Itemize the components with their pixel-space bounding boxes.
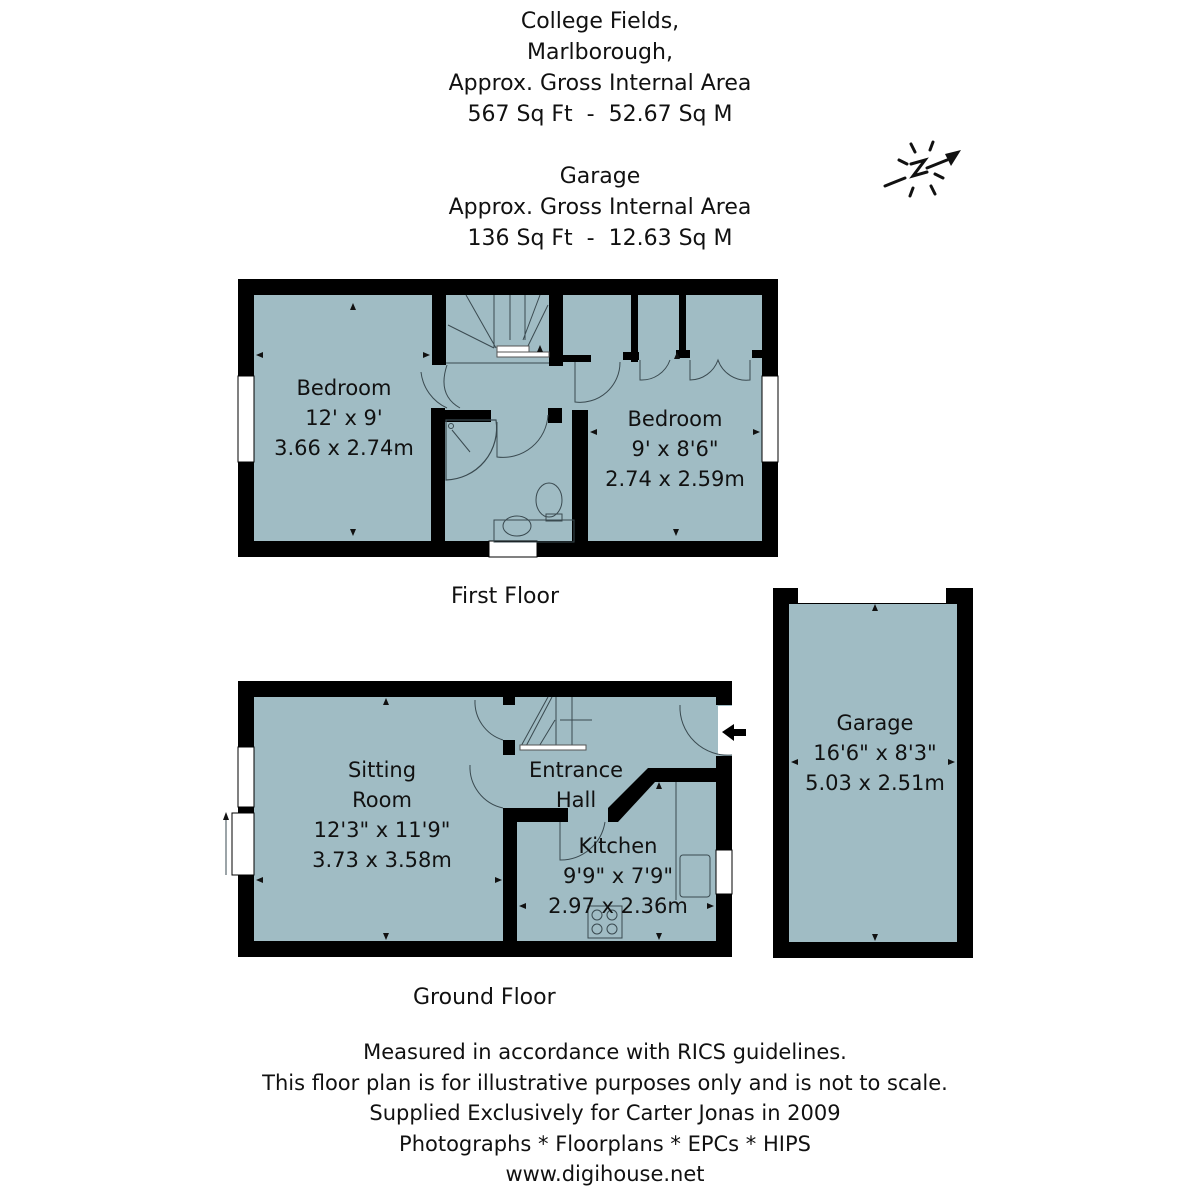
address-line-1: College Fields, bbox=[520, 9, 680, 34]
room-garage: Garage 16'6" x 8'3" 5.03 x 2.51m bbox=[785, 708, 965, 798]
room-entrance-hall: Entrance Hall bbox=[516, 755, 636, 815]
window bbox=[237, 746, 255, 808]
footer-disclaimer: This floor plan is for illustrative purp… bbox=[262, 1070, 948, 1095]
window bbox=[231, 812, 255, 876]
room-name: Garage bbox=[836, 711, 914, 735]
footer-rics: Measured in accordance with RICS guideli… bbox=[363, 1040, 847, 1064]
room-name-line1: Entrance bbox=[528, 758, 624, 782]
window bbox=[237, 375, 255, 463]
footer-website-link[interactable]: www.digihouse.net bbox=[505, 1162, 705, 1186]
room-imperial: 16'6" x 8'3" bbox=[813, 741, 937, 765]
garage-area-title: Garage bbox=[559, 164, 641, 189]
room-imperial: 12'3" x 11'9" bbox=[313, 818, 451, 842]
room-metric: 3.66 x 2.74m bbox=[274, 436, 414, 460]
room-name-line2: Hall bbox=[555, 788, 597, 812]
window bbox=[488, 540, 538, 558]
room-sitting-room: Sitting Room 12'3" x 11'9" 3.73 x 3.58m bbox=[292, 755, 472, 875]
room-metric: 3.73 x 3.58m bbox=[312, 848, 452, 872]
room-name-line1: Sitting bbox=[347, 758, 417, 782]
room-metric: 5.03 x 2.51m bbox=[805, 771, 945, 795]
room-metric: 2.97 x 2.36m bbox=[548, 894, 688, 918]
room-metric: 2.74 x 2.59m bbox=[605, 467, 745, 491]
room-name-line2: Room bbox=[352, 788, 412, 812]
room-bedroom-2: Bedroom 9' x 8'6" 2.74 x 2.59m bbox=[585, 404, 765, 494]
window bbox=[715, 849, 733, 895]
room-imperial: 9' x 8'6" bbox=[631, 437, 719, 461]
room-name: Kitchen bbox=[578, 834, 658, 858]
window bbox=[761, 375, 779, 463]
first-floor-title: First Floor bbox=[451, 584, 560, 609]
area-label: Approx. Gross Internal Area bbox=[448, 71, 752, 96]
garage-door-opening bbox=[798, 588, 946, 603]
room-kitchen: Kitchen 9'9" x 7'9" 2.97 x 2.36m bbox=[528, 831, 708, 921]
footer-services: Photographs * Floorplans * EPCs * HIPS bbox=[399, 1131, 811, 1156]
area-value: 567 Sq Ft - 52.67 Sq M bbox=[467, 102, 733, 127]
room-imperial: 9'9" x 7'9" bbox=[562, 864, 674, 888]
room-bedroom-1: Bedroom 12' x 9' 3.66 x 2.74m bbox=[254, 373, 434, 463]
room-imperial: 12' x 9' bbox=[305, 406, 383, 430]
ground-floor-title: Ground Floor bbox=[413, 985, 556, 1010]
room-name: Bedroom bbox=[296, 376, 392, 400]
room-name: Bedroom bbox=[627, 407, 723, 431]
garage-area-value: 136 Sq Ft - 12.63 Sq M bbox=[467, 226, 733, 251]
footer-supplier: Supplied Exclusively for Carter Jonas in… bbox=[369, 1101, 841, 1125]
garage-area-label: Approx. Gross Internal Area bbox=[448, 195, 752, 220]
north-arrow-icon bbox=[883, 140, 961, 198]
address-line-2: Marlborough, bbox=[527, 40, 673, 65]
footer: Measured in accordance with RICS guideli… bbox=[0, 1037, 1200, 1190]
entrance-arrow-icon bbox=[722, 724, 746, 741]
